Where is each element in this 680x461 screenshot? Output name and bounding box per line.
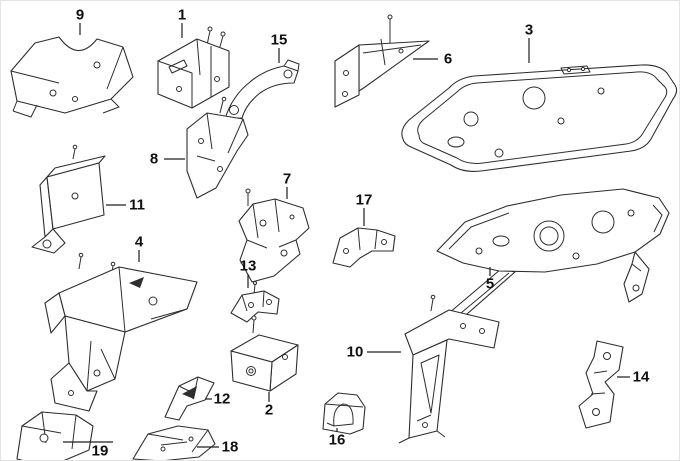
part-label-7[interactable]: 7 — [282, 170, 292, 188]
part-14-drawing[interactable] — [578, 340, 624, 429]
part-5-drawing[interactable] — [434, 188, 670, 334]
part-12-drawing[interactable] — [164, 376, 215, 421]
part-18-drawing[interactable] — [132, 425, 216, 461]
part-7-drawing[interactable] — [238, 188, 310, 283]
part-label-9[interactable]: 9 — [75, 6, 85, 24]
part-1-drawing[interactable] — [157, 26, 230, 109]
part-2-drawing[interactable] — [230, 315, 299, 392]
part-label-15[interactable]: 15 — [270, 31, 288, 49]
part-label-19[interactable]: 19 — [91, 442, 109, 460]
part-6-drawing[interactable] — [334, 14, 430, 108]
part-label-12[interactable]: 12 — [213, 390, 231, 408]
part-label-3[interactable]: 3 — [524, 21, 534, 39]
part-label-5[interactable]: 5 — [485, 275, 495, 293]
part-8-drawing[interactable] — [186, 96, 249, 199]
part-19-drawing[interactable] — [16, 411, 94, 461]
part-10-drawing[interactable] — [398, 294, 500, 444]
part-16-drawing[interactable] — [322, 392, 366, 435]
part-label-11[interactable]: 11 — [129, 196, 145, 214]
part-label-18[interactable]: 18 — [221, 438, 239, 456]
part-3-drawing[interactable] — [401, 64, 678, 172]
part-label-13[interactable]: 13 — [239, 257, 257, 275]
part-label-2[interactable]: 2 — [264, 401, 274, 419]
part-9-drawing[interactable] — [10, 36, 134, 118]
part-label-4[interactable]: 4 — [134, 233, 144, 251]
part-label-8[interactable]: 8 — [149, 150, 159, 168]
part-11-drawing[interactable] — [31, 144, 106, 254]
part-label-14[interactable]: 14 — [632, 368, 650, 386]
part-15-drawing[interactable] — [224, 59, 300, 120]
part-label-16[interactable]: 16 — [328, 431, 346, 449]
part-label-6[interactable]: 6 — [443, 50, 453, 68]
part-label-1[interactable]: 1 — [177, 6, 187, 24]
part-13-drawing[interactable] — [230, 281, 280, 323]
part-label-10[interactable]: 10 — [346, 343, 364, 361]
part-label-17[interactable]: 17 — [355, 191, 373, 209]
part-17-drawing[interactable] — [332, 227, 396, 268]
part-4-drawing[interactable] — [44, 252, 198, 412]
leader-lines — [63, 23, 630, 448]
